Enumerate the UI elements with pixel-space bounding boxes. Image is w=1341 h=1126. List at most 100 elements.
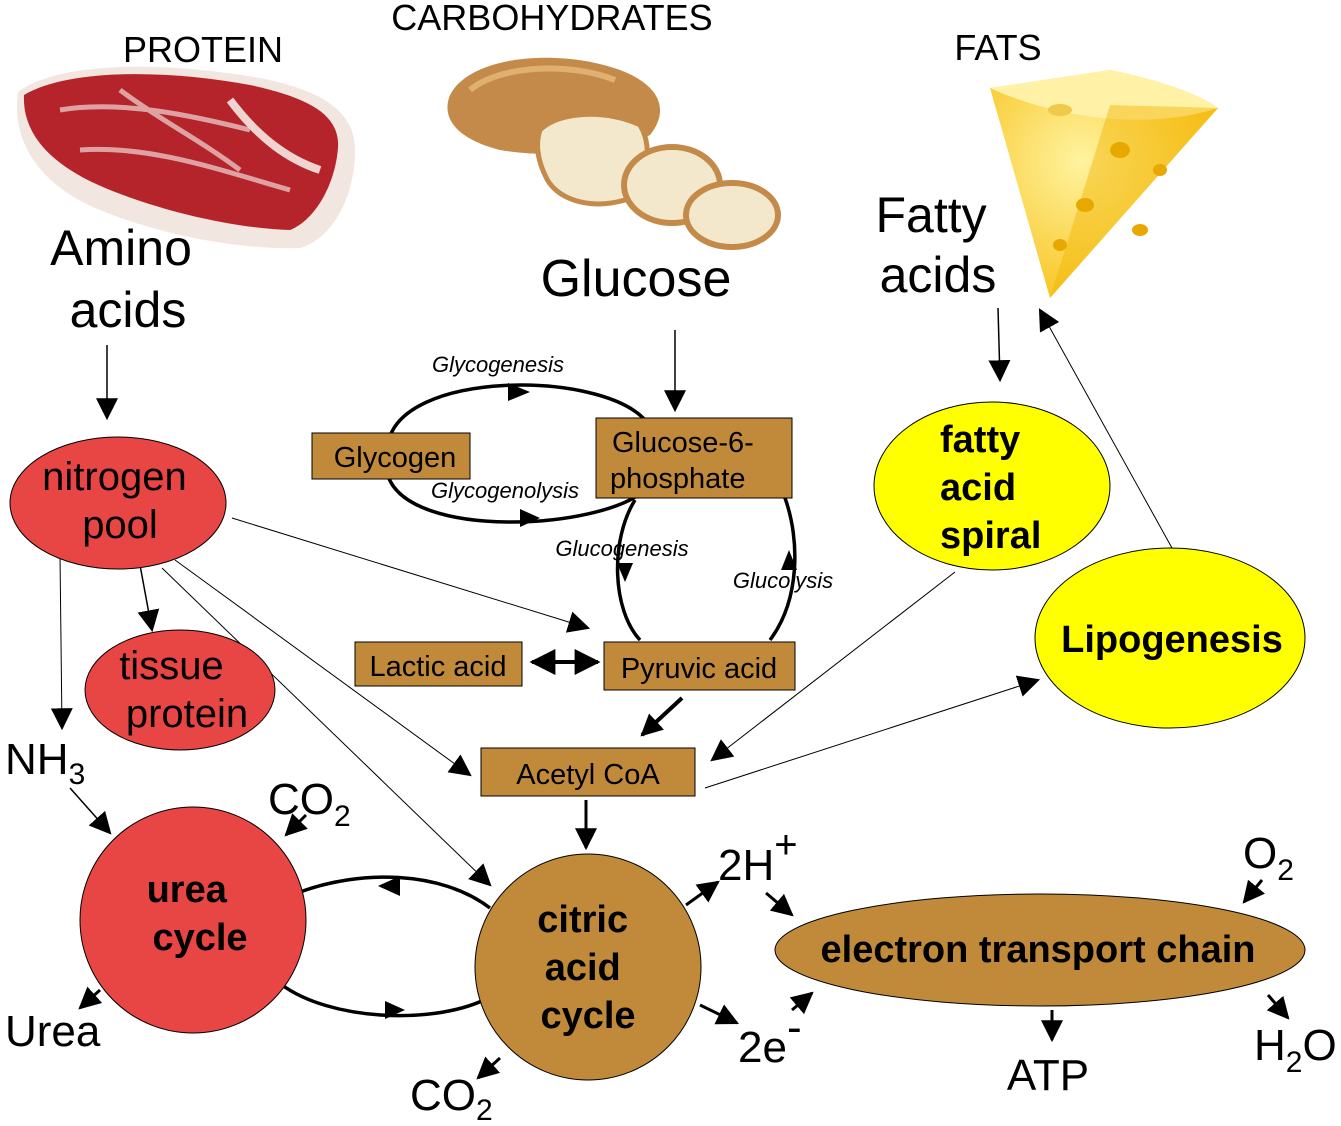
spiral-line-1: fatty bbox=[940, 419, 1020, 461]
arrow-citric-to-2e bbox=[699, 1003, 739, 1025]
steak-icon bbox=[16, 66, 355, 249]
glucogenesis-path bbox=[615, 499, 642, 642]
glycogenesis-arrowhead bbox=[508, 383, 530, 401]
g6p-line-1: Glucose-6- bbox=[612, 427, 754, 459]
nitrogen-pool-line-2: pool bbox=[82, 503, 158, 547]
arrow-nitrogen-to-acetyl bbox=[174, 559, 472, 777]
carbohydrates-heading: CARBOHYDRATES bbox=[391, 0, 712, 38]
nitrogen-pool-node: nitrogen pool bbox=[9, 436, 227, 570]
glycogenesis-loop bbox=[386, 383, 647, 445]
fatty-acid-spiral-node: fatty acid spiral bbox=[873, 401, 1111, 571]
tissue-protein-line-2: protein bbox=[126, 692, 248, 736]
arrow-urea-cycle-to-urea bbox=[78, 986, 103, 1010]
citric-acid-cycle-node: citric acid cycle bbox=[474, 853, 702, 1081]
two-e-base: 2e bbox=[738, 1023, 787, 1072]
arrow-nh3-to-urea bbox=[69, 787, 112, 835]
tissue-protein-label: tissue protein bbox=[119, 644, 248, 736]
glucolysis-label: Glucolysis bbox=[733, 568, 833, 593]
urea-cycle-line-2: cycle bbox=[152, 917, 247, 959]
cheese-icon bbox=[990, 70, 1218, 298]
glucogenesis-label: Glucogenesis bbox=[555, 536, 688, 561]
g6p-line-2: phosphate bbox=[610, 463, 745, 495]
h2o-sub: 2 bbox=[1286, 1046, 1303, 1079]
citric-line-1: citric bbox=[537, 899, 628, 941]
two-h-sup: + bbox=[774, 823, 797, 867]
pyruvic-acid-label: Pyruvic acid bbox=[621, 653, 777, 685]
co2-urea-sub: 2 bbox=[334, 800, 351, 833]
two-h-plus-label: 2H+ bbox=[718, 823, 798, 890]
arrow-pyruvic-to-acetyl bbox=[640, 696, 684, 737]
lactic-acid-node: Lactic acid bbox=[354, 641, 523, 687]
co2-urea-label: CO2 bbox=[268, 775, 351, 833]
spiral-line-2: acid bbox=[940, 467, 1016, 509]
electron-transport-chain-label: electron transport chain bbox=[821, 929, 1256, 971]
amino-acids-line-2: acids bbox=[70, 282, 187, 338]
arrow-2e-to-etc bbox=[789, 991, 814, 1015]
two-e-sup: - bbox=[787, 1003, 802, 1052]
urea-citric-bottom-arrowhead bbox=[385, 1001, 405, 1019]
fats-heading: FATS bbox=[954, 27, 1041, 68]
nitrogen-pool-line-1: nitrogen bbox=[42, 455, 187, 499]
arrow-o2-to-etc bbox=[1242, 879, 1266, 904]
fatty-acids-line-2: acids bbox=[880, 247, 997, 303]
arrow-acetyl-to-lipogenesis bbox=[704, 675, 1041, 789]
spiral-line-3: spiral bbox=[940, 515, 1041, 557]
glycogen-label: Glycogen bbox=[334, 442, 457, 474]
urea-cycle-line-1: urea bbox=[147, 869, 228, 911]
glycogenesis-label: Glycogenesis bbox=[432, 352, 564, 377]
co2-citric-label: CO2 bbox=[410, 1071, 493, 1126]
glucose-6-phosphate-label: Glucose-6- phosphate bbox=[610, 427, 762, 495]
glucose-label: Glucose bbox=[541, 250, 732, 308]
arrow-spiral-to-acetyl bbox=[710, 571, 956, 762]
protein-heading: PROTEIN bbox=[123, 29, 283, 70]
two-e-minus-label: 2e- bbox=[738, 1003, 802, 1072]
atp-label: ATP bbox=[1007, 1051, 1089, 1100]
urea-citric-top-arrowhead bbox=[378, 876, 400, 896]
fatty-acids-line-1: Fatty bbox=[875, 187, 986, 243]
amino-acids-label: Amino acids bbox=[50, 220, 206, 338]
arrow-etc-to-h2o bbox=[1266, 994, 1290, 1020]
lipogenesis-node: Lipogenesis bbox=[1034, 547, 1306, 729]
nh3-sub: 3 bbox=[69, 758, 86, 791]
fatty-acids-label: Fatty acids bbox=[875, 187, 1000, 303]
amino-acids-line-1: Amino bbox=[50, 220, 192, 276]
urea-cycle-node: urea cycle bbox=[79, 806, 307, 1034]
lactic-acid-label: Lactic acid bbox=[369, 651, 506, 683]
co2-citric-sub: 2 bbox=[476, 1094, 493, 1126]
arrow-lipogenesis-to-fats bbox=[1038, 308, 1173, 549]
arrow-nitrogen-to-tissue bbox=[137, 564, 160, 633]
nitrogen-pool-label: nitrogen pool bbox=[42, 455, 198, 547]
citric-line-2: acid bbox=[545, 947, 621, 989]
glycolysis-arrowhead bbox=[781, 550, 797, 570]
glucose-6-phosphate-node: Glucose-6- phosphate bbox=[595, 417, 793, 499]
arrow-citric-to-2h bbox=[685, 880, 720, 907]
h2o-tail: O bbox=[1302, 1021, 1336, 1070]
acetyl-coa-label: Acetyl CoA bbox=[516, 759, 660, 791]
urea-cycle-label: urea cycle bbox=[147, 869, 248, 959]
pyruvic-acid-node: Pyruvic acid bbox=[603, 641, 796, 691]
electron-transport-chain-node: electron transport chain bbox=[774, 893, 1306, 1007]
fatty-acid-spiral-label: fatty acid spiral bbox=[940, 419, 1041, 557]
arrow-co2-to-urea bbox=[284, 813, 308, 837]
o2-base: O bbox=[1243, 829, 1277, 878]
glucogenesis-arrowhead bbox=[617, 563, 633, 582]
h2o-base: H bbox=[1254, 1021, 1286, 1070]
citric-line-3: cycle bbox=[540, 995, 635, 1037]
tissue-protein-line-1: tissue bbox=[119, 644, 224, 688]
co2-citric-base: CO bbox=[410, 1071, 476, 1120]
urea-label: Urea bbox=[5, 1007, 101, 1056]
connectors bbox=[50, 307, 1290, 1080]
arrow-2h-to-etc bbox=[765, 891, 794, 917]
co2-urea-base: CO bbox=[268, 775, 334, 824]
o2-label: O2 bbox=[1243, 829, 1294, 887]
tissue-protein-node: tissue protein bbox=[84, 629, 276, 751]
citric-acid-cycle-label: citric acid cycle bbox=[537, 899, 638, 1037]
lipogenesis-label: Lipogenesis bbox=[1061, 619, 1283, 661]
acetyl-coa-node: Acetyl CoA bbox=[480, 747, 696, 797]
bread-icon bbox=[447, 57, 781, 250]
arrow-fatty-to-spiral bbox=[988, 307, 1011, 383]
glycogenolysis-loop bbox=[386, 475, 647, 524]
arrow-nitrogen-to-citric bbox=[161, 567, 492, 887]
urea-citric-bottom-loop bbox=[280, 983, 485, 1018]
arrow-citric-to-co2 bbox=[476, 1056, 502, 1080]
